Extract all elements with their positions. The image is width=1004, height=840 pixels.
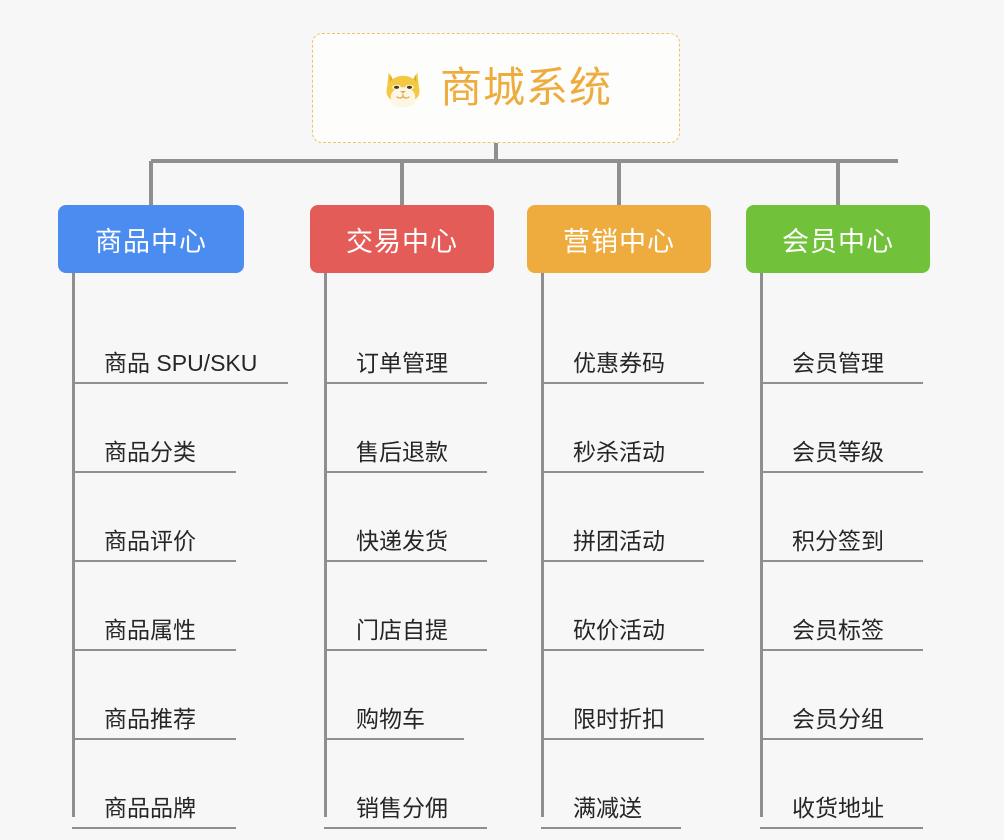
leaf-underline [72, 649, 236, 651]
leaf-underline [72, 560, 236, 562]
root-title: 商城系统 [439, 64, 612, 111]
leaf-node[interactable]: 会员等级 [760, 384, 930, 473]
leaf-label: 商品属性 [104, 617, 196, 643]
leaf-node[interactable]: 会员管理 [760, 295, 930, 384]
leaf-label: 拼团活动 [573, 528, 665, 554]
leaf-underline [72, 471, 236, 473]
leaf-node[interactable]: 优惠券码 [541, 295, 711, 384]
leaf-underline [324, 382, 487, 384]
leaf-node[interactable]: 商品评价 [72, 473, 244, 562]
root-node[interactable]: 商城系统 [312, 33, 680, 143]
leaf-label: 会员分组 [792, 706, 884, 732]
leaf-underline [541, 649, 704, 651]
leaf-underline [541, 827, 681, 829]
leaf-label: 商品推荐 [104, 706, 196, 732]
leaf-node[interactable]: 积分签到 [760, 473, 930, 562]
leaf-underline [760, 382, 923, 384]
leaf-underline [72, 827, 236, 829]
leaf-underline [72, 382, 288, 384]
leaf-underline [72, 738, 236, 740]
leaf-underline [541, 471, 704, 473]
category-label: 交易中心 [346, 226, 458, 257]
leaf-label: 销售分佣 [356, 795, 448, 821]
leaf-list: 会员管理会员等级积分签到会员标签会员分组收货地址 [760, 273, 930, 829]
leaf-label: 优惠券码 [573, 350, 665, 376]
leaf-node[interactable]: 拼团活动 [541, 473, 711, 562]
category-label: 商品中心 [95, 226, 207, 257]
leaf-label: 购物车 [356, 706, 425, 732]
leaf-underline [760, 827, 923, 829]
leaf-list: 商品 SPU/SKU 商品分类商品评价商品属性商品推荐商品品牌 [72, 273, 288, 829]
leaf-node[interactable]: 收货地址 [760, 740, 930, 829]
category-label: 会员中心 [782, 226, 894, 257]
leaf-node[interactable]: 售后退款 [324, 384, 494, 473]
category-header[interactable]: 交易中心 [310, 205, 494, 273]
leaf-label: 收货地址 [792, 795, 884, 821]
branch-spine [541, 273, 544, 817]
leaf-label: 会员管理 [792, 350, 884, 376]
leaf-label: 商品评价 [104, 528, 196, 554]
leaf-label: 商品分类 [104, 439, 196, 465]
leaf-node[interactable]: 商品推荐 [72, 651, 244, 740]
leaf-node[interactable]: 购物车 [324, 651, 494, 740]
category-header[interactable]: 会员中心 [746, 205, 930, 273]
leaf-label: 快递发货 [356, 528, 448, 554]
leaf-underline [541, 560, 704, 562]
leaf-underline [760, 649, 923, 651]
leaf-underline [324, 560, 487, 562]
leaf-node[interactable]: 商品属性 [72, 562, 244, 651]
category-header[interactable]: 营销中心 [527, 205, 711, 273]
leaf-label: 积分签到 [792, 528, 884, 554]
leaf-label: 订单管理 [356, 350, 448, 376]
leaf-node[interactable]: 会员分组 [760, 651, 930, 740]
leaf-underline [324, 649, 487, 651]
leaf-underline [324, 827, 487, 829]
leaf-underline [324, 471, 487, 473]
leaf-label: 满减送 [573, 795, 642, 821]
leaf-underline [324, 738, 464, 740]
shiba-dog-face-icon [380, 65, 426, 111]
leaf-label: 秒杀活动 [573, 439, 665, 465]
category-column: 营销中心优惠券码秒杀活动拼团活动砍价活动限时折扣满减送 [527, 205, 711, 829]
leaf-label: 限时折扣 [573, 706, 665, 732]
leaf-label: 砍价活动 [573, 617, 665, 643]
leaf-underline [760, 471, 923, 473]
leaf-node[interactable]: 会员标签 [760, 562, 930, 651]
leaf-node[interactable]: 销售分佣 [324, 740, 494, 829]
category-label: 营销中心 [563, 226, 675, 257]
leaf-label: 会员等级 [792, 439, 884, 465]
leaf-label: 商品品牌 [104, 795, 196, 821]
leaf-node[interactable]: 订单管理 [324, 295, 494, 384]
leaf-node[interactable]: 门店自提 [324, 562, 494, 651]
leaf-node[interactable]: 满减送 [541, 740, 711, 829]
category-column: 会员中心会员管理会员等级积分签到会员标签会员分组收货地址 [746, 205, 930, 829]
leaf-list: 优惠券码秒杀活动拼团活动砍价活动限时折扣满减送 [541, 273, 711, 829]
leaf-node[interactable]: 限时折扣 [541, 651, 711, 740]
leaf-node[interactable]: 商品分类 [72, 384, 244, 473]
leaf-list: 订单管理售后退款快递发货门店自提购物车销售分佣 [324, 273, 494, 829]
category-header[interactable]: 商品中心 [58, 205, 244, 273]
leaf-node[interactable]: 商品 SPU/SKU [72, 295, 288, 384]
leaf-label: 售后退款 [356, 439, 448, 465]
leaf-node[interactable]: 砍价活动 [541, 562, 711, 651]
leaf-underline [541, 382, 704, 384]
leaf-label: 商品 SPU/SKU [104, 350, 258, 376]
category-column: 交易中心订单管理售后退款快递发货门店自提购物车销售分佣 [310, 205, 494, 829]
leaf-underline [541, 738, 704, 740]
branch-spine [72, 273, 75, 817]
leaf-underline [760, 560, 923, 562]
branch-spine [324, 273, 327, 817]
leaf-label: 会员标签 [792, 617, 884, 643]
leaf-label: 门店自提 [356, 617, 448, 643]
leaf-node[interactable]: 秒杀活动 [541, 384, 711, 473]
leaf-underline [760, 738, 923, 740]
branch-spine [760, 273, 763, 817]
leaf-node[interactable]: 商品品牌 [72, 740, 244, 829]
leaf-node[interactable]: 快递发货 [324, 473, 494, 562]
category-column: 商品中心商品 SPU/SKU 商品分类商品评价商品属性商品推荐商品品牌 [58, 205, 288, 829]
